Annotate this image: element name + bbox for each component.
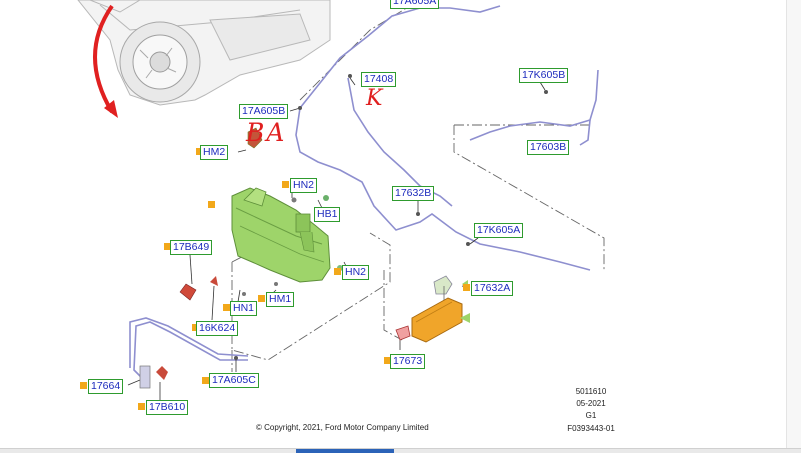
callout-17632b[interactable]: 17632B (392, 186, 435, 201)
callout-17408[interactable]: 17408 (361, 72, 397, 87)
figure-g: G1 (585, 411, 597, 420)
callout-17k605b[interactable]: 17K605B (519, 68, 569, 83)
callout-hm1[interactable]: HM1 (266, 292, 295, 307)
figure-code: 5011610 (575, 387, 607, 396)
callout-hn2-top[interactable]: HN2 (290, 178, 318, 193)
bottom-scrollbar[interactable] (0, 448, 801, 453)
right-scroll-edge[interactable] (786, 0, 801, 448)
marker-17a605c (202, 377, 209, 384)
copyright-text: © Copyright, 2021, Ford Motor Company Li… (256, 423, 429, 432)
marker-17664 (80, 382, 87, 389)
callout-17603b[interactable]: 17603B (527, 140, 570, 155)
handwritten-ba-annotation: BA (246, 118, 287, 147)
leader-lines (127, 77, 546, 400)
callout-17673[interactable]: 17673 (390, 354, 426, 369)
callout-17664[interactable]: 17664 (88, 379, 124, 394)
marker-17632a (463, 284, 470, 291)
callout-17a605b[interactable]: 17A605B (239, 104, 289, 119)
figure-id: F0393443-01 (567, 424, 615, 433)
callout-17b610[interactable]: 17B610 (146, 400, 189, 415)
callout-hb1[interactable]: HB1 (314, 207, 341, 222)
handwritten-k-annotation: K (366, 86, 383, 111)
marker-hn2-low (334, 268, 341, 275)
marker-hm2 (196, 148, 203, 155)
callout-17k605a[interactable]: 17K605A (474, 223, 524, 238)
callout-hm2[interactable]: HM2 (200, 145, 229, 160)
callout-hn2-low[interactable]: HN2 (342, 265, 370, 280)
callout-17b649[interactable]: 17B649 (170, 240, 213, 255)
washer-hoses (129, 5, 599, 379)
marker-hm1 (258, 295, 265, 302)
marker-17b610 (138, 403, 145, 410)
callout-16k624[interactable]: 16K624 (196, 321, 239, 336)
washer-pump-assembly (395, 275, 470, 343)
vehicle-outline (77, 0, 331, 106)
washer-reservoir (231, 187, 331, 283)
marker-reservoir (208, 201, 215, 208)
callout-17632a[interactable]: 17632A (471, 281, 514, 296)
figure-date: 05-2021 (576, 399, 606, 408)
callout-17a605a[interactable]: 17A605A (390, 0, 440, 9)
marker-16k624 (192, 324, 199, 331)
callout-hn1[interactable]: HN1 (230, 301, 258, 316)
brackets-and-clips (139, 74, 548, 389)
red-arrow-annotation (93, 4, 118, 118)
marker-hn1 (223, 304, 230, 311)
marker-17673 (384, 357, 391, 364)
marker-hn2-top (282, 181, 289, 188)
bottom-scroll-thumb[interactable] (296, 449, 394, 453)
marker-17b649 (164, 243, 171, 250)
callout-17a605c[interactable]: 17A605C (209, 373, 259, 388)
